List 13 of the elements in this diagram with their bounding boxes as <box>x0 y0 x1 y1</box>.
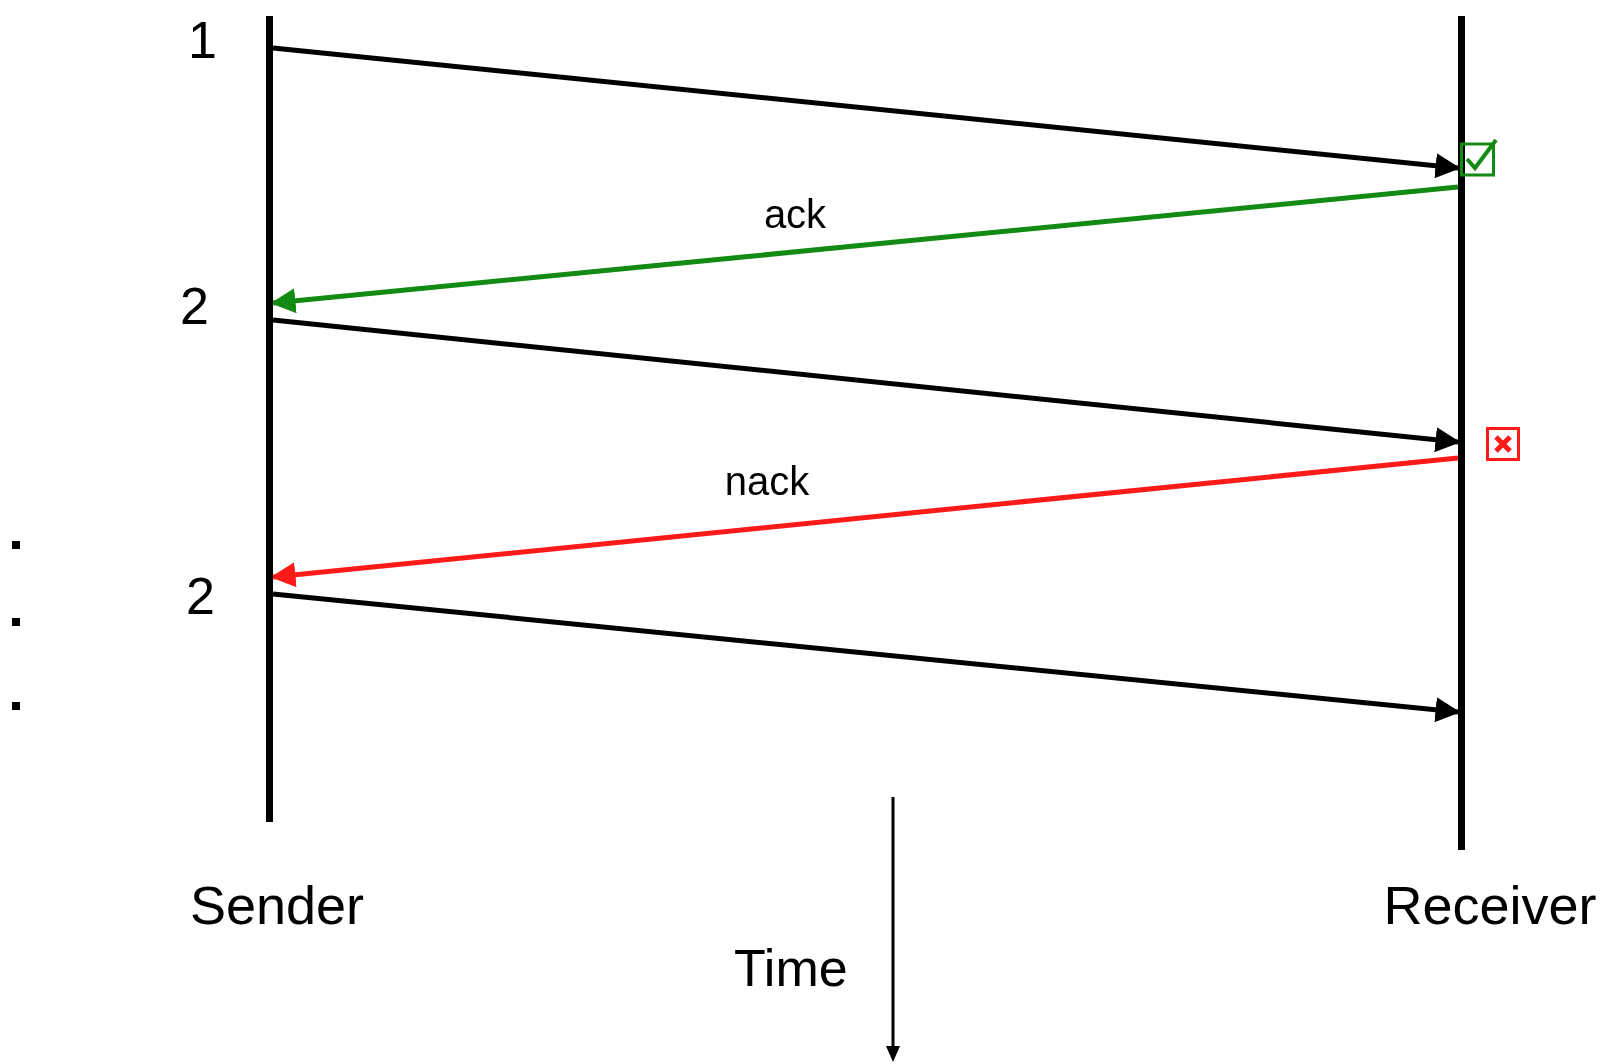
axis-label: Time <box>734 942 848 994</box>
message-arrow <box>270 184 1459 314</box>
message-arrow <box>272 591 1461 723</box>
message-arrow <box>272 45 1461 179</box>
lifeline-label: Sender <box>189 878 365 932</box>
sequence-number: 2 <box>186 570 215 622</box>
lifeline-label: Receiver <box>1383 878 1597 932</box>
message-arrow <box>272 317 1461 453</box>
lifeline <box>1458 16 1465 850</box>
sequence-number: 2 <box>180 280 209 332</box>
message-arrow <box>270 455 1459 588</box>
lifeline <box>266 16 273 822</box>
sequence-number: 1 <box>188 14 217 66</box>
